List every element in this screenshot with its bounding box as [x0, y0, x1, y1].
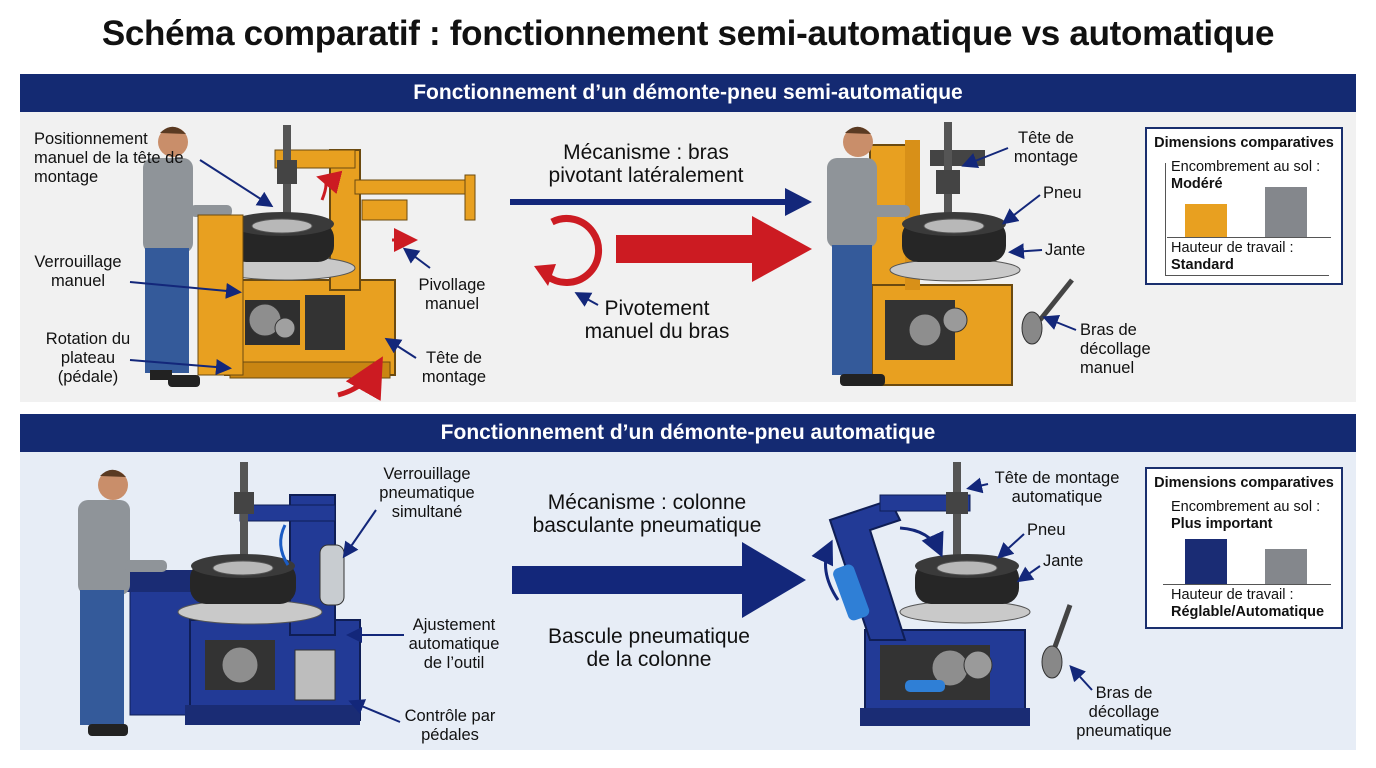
semi-pivot-caption: Pivotement manuel du bras [584, 297, 730, 343]
semi-footprint-value: Modéré [1171, 176, 1223, 192]
semi-dim-divider [1167, 237, 1331, 238]
label-auto-tool-adjust: Ajustement automatique de l’outil [408, 616, 500, 672]
label-pedal-control: Contrôle par pédales [404, 707, 496, 744]
semi-section-header: Fonctionnement d’un démonte-pneu semi-au… [20, 74, 1356, 112]
label-rim-semi: Jante [1045, 241, 1086, 259]
semi-height-label: Hauteur de travail : [1171, 240, 1294, 256]
auto-footprint-label: Encombrement au sol : [1171, 499, 1321, 515]
auto-tilt-caption: Bascule pneumatique de la colonne [548, 625, 750, 671]
semi-dim-axis-x [1165, 275, 1329, 276]
label-rim-auto: Jante [1043, 552, 1084, 570]
label-manual-positioning: Positionnement manuel de la tête de mont… [34, 130, 184, 186]
semi-left-worker [143, 126, 232, 387]
page-title: Schéma comparatif : fonctionnement semi-… [101, 14, 1275, 53]
auto-footprint-bar-auto [1185, 539, 1227, 584]
auto-dim-divider [1163, 584, 1331, 585]
semi-right-leaders [961, 147, 1077, 331]
auto-height-label: Hauteur de travail : [1171, 587, 1294, 603]
auto-left-machine [125, 462, 361, 725]
semi-dimensions-title: Dimensions comparatives [1154, 135, 1334, 151]
auto-height-value: Réglable/Automatique [1171, 604, 1325, 620]
semi-dimensions-box: Dimensions comparatives Encombrement au … [1145, 127, 1343, 285]
label-tire-semi: Pneu [1043, 184, 1082, 202]
auto-mechanism-text: Mécanisme : colonne basculante pneumatiq… [532, 491, 762, 537]
semi-mechanism-text: Mécanisme : bras pivotant latéralement [548, 141, 744, 187]
label-tire-auto: Pneu [1027, 521, 1066, 539]
auto-section-header: Fonctionnement d’un démonte-pneu automat… [20, 414, 1356, 452]
label-pneumatic-locking: Verrouillage pneumatique simultané [379, 465, 475, 521]
semi-right-machine [869, 122, 1074, 386]
label-manual-breaker: Bras de décollage manuel [1080, 321, 1151, 377]
auto-dimensions-title: Dimensions comparatives [1154, 475, 1334, 491]
label-mounting-head-right: Tête de montage [1013, 129, 1079, 166]
label-plate-rotation: Rotation du plateau (pédale) [45, 330, 131, 386]
label-mounting-head-left: Tête de montage [421, 349, 487, 386]
auto-dimensions-box: Dimensions comparatives Encombrement au … [1145, 467, 1343, 629]
auto-footprint-bar-reference [1265, 549, 1307, 584]
semi-footprint-bar-semi [1185, 204, 1227, 237]
auto-left-leaders [342, 509, 404, 723]
auto-flow-arrow [512, 542, 806, 618]
label-pneumatic-breaker: Bras de décollage pneumatique [1076, 684, 1172, 740]
auto-footprint-value: Plus important [1171, 516, 1273, 532]
label-manual-locking: Verrouillage manuel [34, 253, 122, 290]
semi-flow-arrows [510, 188, 812, 307]
semi-left-machine [214, 125, 476, 401]
semi-left-cabinet [197, 214, 244, 376]
semi-footprint-bar-reference [1265, 187, 1307, 237]
semi-right-worker [827, 126, 910, 386]
semi-footprint-label: Encombrement au sol : [1171, 159, 1321, 175]
semi-dim-axis-y [1165, 163, 1166, 275]
auto-right-leaders [966, 477, 1093, 691]
label-manual-pivot: Pivollage manuel [418, 276, 486, 313]
semi-left-leaders [129, 159, 431, 375]
auto-left-worker [78, 469, 167, 736]
semi-height-value: Standard [1171, 257, 1234, 273]
label-auto-mounting-head: Tête de montage automatique [994, 469, 1120, 506]
auto-right-machine [811, 462, 1073, 726]
